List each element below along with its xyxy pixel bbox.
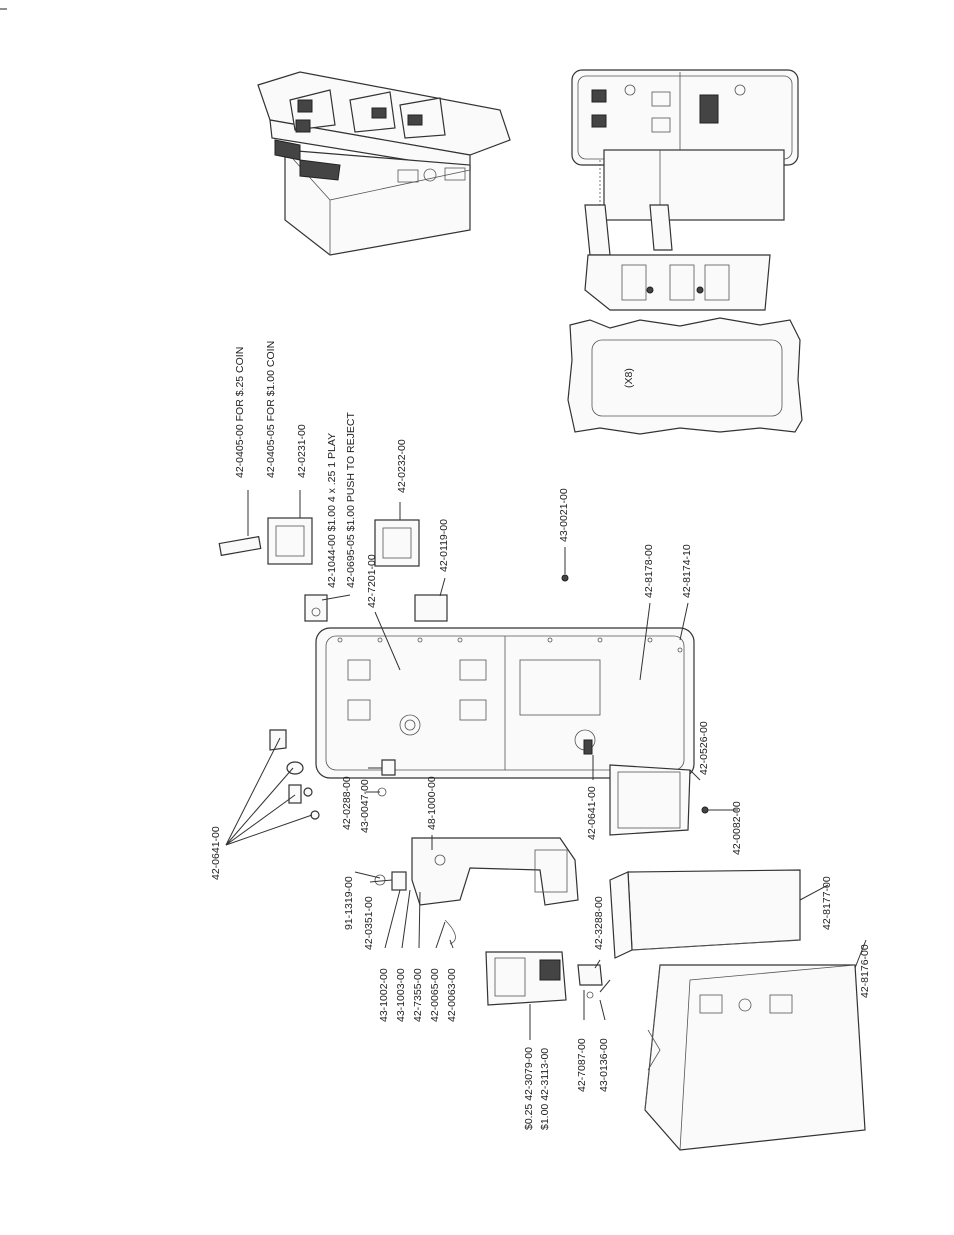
label-42-0232-00: 42-0232-00 [396, 439, 408, 493]
label-42-0231-00: 42-0231-00 [296, 424, 308, 478]
label-42-0065-00: 42-0065-00 [429, 968, 441, 1022]
label-42-8178-00: 42-8178-00 [643, 544, 655, 598]
label-coin-mech-100: $1.00 42-3113-00 [539, 1048, 551, 1130]
label-42-0641-00-right: 42-0641-00 [586, 786, 598, 840]
label-42-8174-10: 42-8174-10 [681, 544, 693, 598]
label-48-1000-00: 48-1000-00 [426, 776, 438, 830]
label-42-0405-05: 42-0405-05 FOR $1.00 COIN [265, 341, 277, 478]
label-42-0641-00-left: 42-0641-00 [210, 826, 222, 880]
label-42-7355-00: 42-7355-00 [412, 968, 424, 1022]
coin-entry-parts [218, 517, 569, 622]
coin-mechanism [485, 951, 611, 1006]
label-43-1003-00: 43-1003-00 [395, 968, 407, 1022]
label-x8: (X8) [623, 368, 635, 388]
label-42-0288-00: 42-0288-00 [341, 776, 353, 830]
label-91-1319-00: 91-1319-00 [343, 876, 355, 930]
label-coin-mech-025: $0.25 42-3079-00 [523, 1047, 535, 1130]
label-42-8176-00: 42-8176-00 [859, 944, 871, 998]
label-42-0119-00: 42-0119-00 [438, 519, 450, 572]
label-42-0082-00: 42-0082-00 [731, 801, 743, 855]
label-43-0021-00: 43-0021-00 [558, 488, 570, 542]
label-42-3288-00: 42-3288-00 [593, 896, 605, 950]
assembled-coin-door-view [257, 71, 511, 256]
rear-view-assembly: (X8) [567, 69, 803, 435]
label-42-7201-00: 42-7201-00 [366, 554, 378, 608]
hinge-parts [225, 729, 320, 846]
label-42-0695-05: 42-0695-05 $1.00 PUSH TO REJECT [345, 412, 357, 588]
coin-box-cover [609, 764, 709, 836]
part-labels: 42-0405-00 FOR $.25 COIN 42-0405-05 FOR … [210, 341, 871, 1130]
label-43-0047-00: 43-0047-00 [359, 779, 371, 833]
leader-lines [247, 490, 867, 1040]
label-42-7087-00: 42-7087-00 [576, 1038, 588, 1092]
label-43-1002-00: 43-1002-00 [378, 968, 390, 1022]
label-42-0063-00: 42-0063-00 [446, 968, 458, 1022]
cash-boxes [609, 869, 866, 1151]
label-42-8177-00: 42-8177-00 [821, 876, 833, 930]
label-43-0136-00: 43-0136-00 [598, 1038, 610, 1092]
label-42-1044-00: 42-1044-00 $1.00 4 x .25 1 PLAY [326, 433, 338, 588]
label-42-0351-00: 42-0351-00 [363, 896, 375, 950]
coin-door-frame [315, 627, 695, 779]
coin-mech-bracket [374, 759, 579, 945]
label-42-0526-00: 42-0526-00 [698, 721, 710, 775]
label-42-0405-00: 42-0405-00 FOR $.25 COIN [234, 347, 246, 478]
